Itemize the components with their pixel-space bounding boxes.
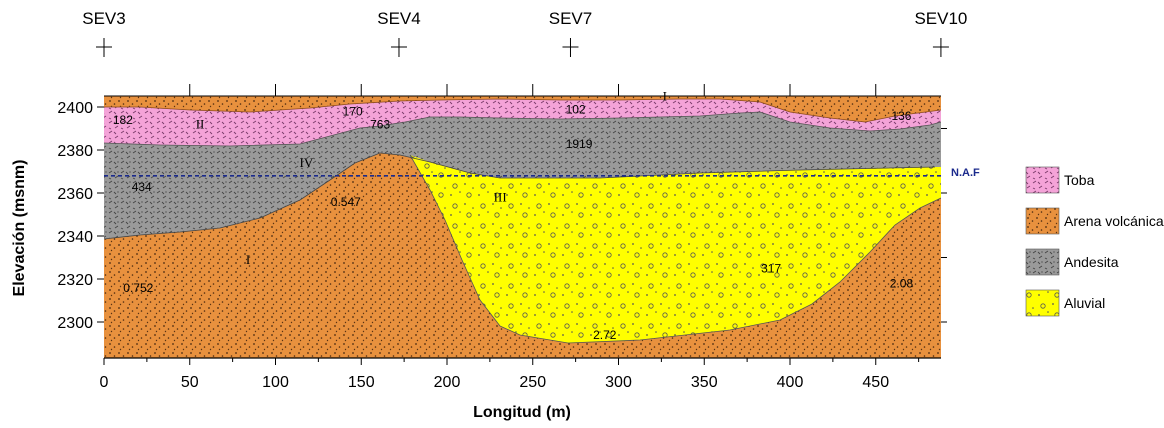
x-tick-label: 400	[777, 374, 804, 391]
y-tick-label: 2340	[57, 229, 93, 246]
resistivity-label: 0.547	[331, 195, 361, 209]
sev-label: SEV10	[914, 9, 967, 28]
sev-label: SEV3	[82, 9, 125, 28]
resistivity-label: 763	[370, 118, 390, 132]
y-tick-label: 2380	[57, 143, 93, 160]
resistivity-label: 0.752	[123, 281, 153, 295]
x-axis-title: Longitud (m)	[473, 404, 571, 421]
x-axis: 0 50 100 150 200 250 300 350 400 450	[100, 358, 920, 391]
y-axis-title: Elevación (msnm)	[11, 160, 28, 297]
resistivity-label: 136	[891, 109, 911, 123]
resistivity-label: 317	[761, 262, 781, 276]
resistivity-label: 182	[113, 113, 133, 127]
legend-swatch	[1025, 166, 1060, 194]
right-axis-ticks	[941, 128, 947, 323]
sev-label: SEV7	[549, 9, 592, 28]
legend-label: Aluvial	[1064, 295, 1105, 311]
x-tick-label: 0	[100, 374, 109, 391]
resistivity-label: 2.72	[593, 328, 617, 342]
resistivity-label: 2.08	[890, 277, 914, 291]
y-tick-label: 2360	[57, 186, 93, 203]
top-axis-ticks	[189, 84, 877, 96]
x-tick-label: 300	[605, 374, 632, 391]
sev-label: SEV4	[377, 9, 420, 28]
legend-swatch	[1025, 207, 1060, 235]
layer-aluvial	[410, 155, 941, 343]
water-table-label: N.A.F	[951, 167, 980, 179]
legend-label: Toba	[1064, 172, 1095, 188]
water-table: N.A.F	[104, 167, 980, 179]
y-tick-label: 2400	[57, 100, 93, 117]
legend-swatch	[1025, 248, 1060, 276]
layer-toba	[104, 99, 941, 146]
x-tick-label: 450	[862, 374, 889, 391]
x-tick-label: 250	[519, 374, 546, 391]
resistivity-label: 1919	[566, 137, 593, 151]
y-axis: 2400 2380 2360 2340 2320 2300	[57, 100, 104, 332]
unit-label: I	[246, 252, 250, 267]
x-tick-label: 200	[434, 374, 461, 391]
x-tick-label: 100	[262, 374, 289, 391]
x-tick-label: 150	[348, 374, 375, 391]
resistivity-label: 102	[566, 102, 586, 116]
unit-label: III	[494, 190, 507, 205]
sev-markers: SEV3 SEV4 SEV7 SEV10	[82, 9, 967, 57]
legend-label: Arena volcánica	[1064, 213, 1164, 229]
legend-swatch	[1025, 289, 1060, 317]
unit-label: IV	[300, 155, 314, 170]
y-tick-label: 2300	[57, 315, 93, 332]
unit-label: I	[663, 89, 667, 104]
geologic-layers	[104, 96, 941, 358]
legend-label: Andesita	[1064, 254, 1119, 270]
x-tick-label: 50	[181, 374, 199, 391]
layer-andesita	[104, 112, 941, 239]
resistivity-label: 434	[132, 180, 152, 194]
unit-label: II	[196, 117, 205, 132]
y-tick-label: 2320	[57, 272, 93, 289]
resistivity-label: 170	[343, 105, 363, 119]
x-tick-label: 350	[691, 374, 718, 391]
